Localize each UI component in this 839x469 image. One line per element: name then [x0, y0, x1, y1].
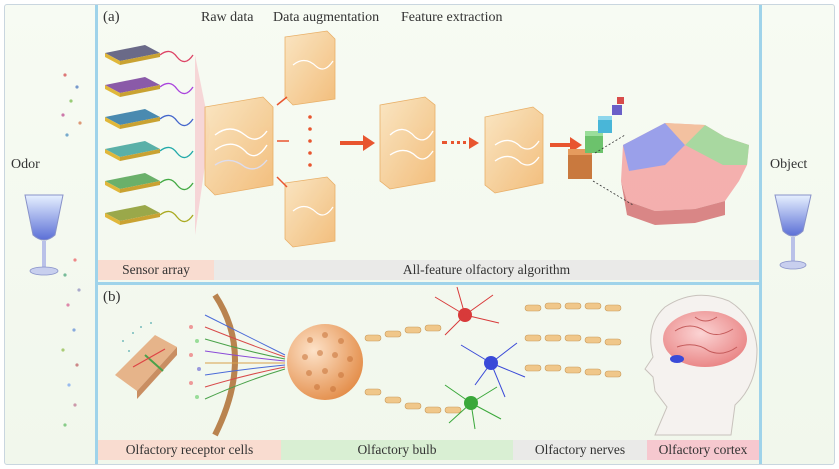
neuron-blue	[460, 342, 526, 398]
object-glass-icon	[774, 194, 812, 270]
classification-map	[621, 123, 749, 225]
neuron-red	[434, 286, 500, 336]
stage-raw-data: Raw data	[201, 10, 254, 25]
cribriform-plate	[212, 293, 238, 437]
stage-feature-extraction: Feature extraction	[401, 10, 503, 25]
sensor-array-illustration	[105, 45, 194, 225]
nerve-chains	[364, 302, 622, 414]
signal-fan	[195, 55, 210, 235]
sensor-array-band: Sensor array	[98, 260, 214, 280]
receptor-axons	[204, 314, 286, 400]
augmentation-dots	[308, 115, 312, 167]
olfactory-nerves-band: Olfactory nerves	[513, 440, 647, 460]
brain-illustration	[663, 311, 747, 367]
olfactory-bulb-band: Olfactory bulb	[281, 440, 513, 460]
olfactory-cortex-band: Olfactory cortex	[647, 440, 759, 460]
feature-dots	[442, 137, 479, 149]
feature-box-1	[379, 96, 436, 190]
augmented-box-bottom	[284, 176, 336, 248]
odor-particles	[61, 73, 82, 427]
olfactory-bulb-sphere	[287, 324, 363, 400]
arrow-up	[276, 96, 288, 106]
receptor-cells-band: Olfactory receptor cells	[98, 440, 281, 460]
feature-box-2	[484, 106, 544, 194]
figure-frame: Odor Object (a) Raw data Data augmentati…	[4, 4, 835, 465]
stage-data-augmentation: Data augmentation	[273, 10, 380, 25]
object-label: Object	[770, 157, 808, 172]
arrow-down	[276, 176, 288, 188]
augmented-box-top	[284, 30, 336, 106]
odor-label: Odor	[11, 157, 40, 172]
odor-glass-icon	[24, 194, 64, 276]
receptor-tissue	[115, 322, 177, 399]
classifier-cubes	[568, 97, 624, 179]
arrow-to-features	[340, 135, 375, 151]
panel-b-letter: (b)	[103, 289, 121, 305]
receptor-dots	[189, 325, 201, 399]
algorithm-band: All-feature olfactory algorithm	[214, 260, 759, 280]
neuron-green	[444, 384, 502, 430]
raw-data-box	[204, 96, 274, 196]
illustration-layer	[24, 5, 812, 464]
panel-a-letter: (a)	[103, 9, 120, 25]
